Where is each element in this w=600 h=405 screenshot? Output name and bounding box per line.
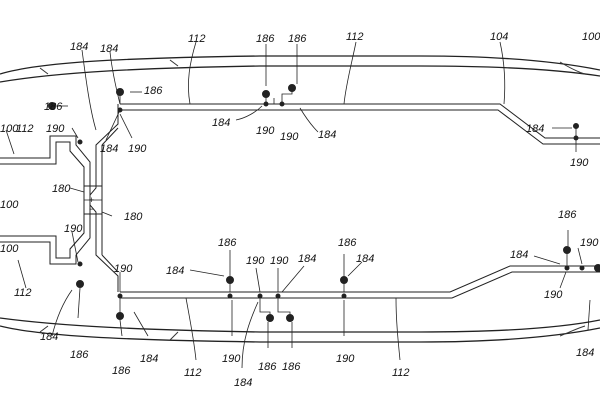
connection-point-190 xyxy=(118,294,122,298)
label-186: 186 xyxy=(144,85,163,97)
label-190: 190 xyxy=(580,237,599,249)
sensor-node-186 xyxy=(564,247,571,254)
label-112: 112 xyxy=(188,33,206,45)
label-184: 184 xyxy=(140,353,158,365)
sensor-node-186 xyxy=(227,277,234,284)
label-184: 184 xyxy=(40,331,58,343)
label-186: 186 xyxy=(558,209,577,221)
label-184: 184 xyxy=(526,123,544,135)
label-186: 186 xyxy=(258,361,277,373)
label-190: 190 xyxy=(280,131,299,143)
label-184: 184 xyxy=(234,377,252,389)
label-100: 100 xyxy=(0,199,19,211)
sensor-node-186 xyxy=(117,313,124,320)
label-186: 186 xyxy=(282,361,301,373)
label-186: 186 xyxy=(256,33,275,45)
label-190: 190 xyxy=(336,353,355,365)
sensor-node-186 xyxy=(289,85,296,92)
label-190: 190 xyxy=(46,123,65,135)
label-184: 184 xyxy=(576,347,594,359)
label-190: 190 xyxy=(270,255,289,267)
connection-point-190 xyxy=(280,102,284,106)
label-186: 186 xyxy=(44,101,63,113)
sensor-node-186 xyxy=(77,281,84,288)
label-186: 186 xyxy=(70,349,89,361)
connection-point-190 xyxy=(276,294,280,298)
connection-point-190 xyxy=(264,102,268,106)
connection-point-190 xyxy=(565,266,569,270)
label-112: 112 xyxy=(184,367,202,379)
label-184: 184 xyxy=(100,143,118,155)
sensor-node-186 xyxy=(267,315,274,322)
label-190: 190 xyxy=(544,289,563,301)
lower-sensor-branch xyxy=(120,252,567,316)
sensor-node-186 xyxy=(595,265,600,272)
label-190: 190 xyxy=(246,255,265,267)
connection-point-190 xyxy=(228,294,232,298)
label-104: 104 xyxy=(490,31,508,43)
label-190: 190 xyxy=(128,143,147,155)
label-112: 112 xyxy=(16,123,34,135)
label-184: 184 xyxy=(510,249,528,261)
label-184: 184 xyxy=(70,41,88,53)
lower-rail xyxy=(120,266,600,298)
label-112: 112 xyxy=(346,31,364,43)
connection-point-190 xyxy=(574,136,578,140)
connection-point-190 xyxy=(574,124,579,129)
junction-minus-symbol: − xyxy=(89,204,94,214)
connection-point-190 xyxy=(342,294,346,298)
label-190: 190 xyxy=(570,157,589,169)
label-190: 190 xyxy=(256,125,275,137)
sensor-node-186 xyxy=(341,277,348,284)
label-190: 190 xyxy=(222,353,241,365)
label-184: 184 xyxy=(212,117,230,129)
label-190: 190 xyxy=(114,263,133,275)
label-186: 186 xyxy=(288,33,307,45)
sensor-node-186 xyxy=(287,315,294,322)
connection-point-190 xyxy=(78,140,82,144)
label-100: 100 xyxy=(582,31,600,43)
label-184: 184 xyxy=(166,265,184,277)
connection-point-190 xyxy=(258,294,262,298)
label-184: 184 xyxy=(318,129,336,141)
connection-point-190 xyxy=(580,266,584,270)
label-100: 100 xyxy=(0,243,19,255)
upper-sensor-branch xyxy=(120,90,576,138)
label-186: 186 xyxy=(218,237,237,249)
label-184: 184 xyxy=(100,43,118,55)
label-184: 184 xyxy=(356,253,374,265)
sensor-node-186 xyxy=(263,91,270,98)
sensor-nodes xyxy=(49,85,600,322)
label-100: 100 xyxy=(0,123,19,135)
label-180: 180 xyxy=(124,211,143,223)
label-180: 180 xyxy=(52,183,71,195)
label-112: 112 xyxy=(14,287,32,299)
label-184: 184 xyxy=(298,253,316,265)
label-186: 186 xyxy=(338,237,357,249)
connection-point-190 xyxy=(78,262,82,266)
label-186: 186 xyxy=(112,365,131,377)
label-190: 190 xyxy=(64,223,83,235)
label-112: 112 xyxy=(392,367,410,379)
